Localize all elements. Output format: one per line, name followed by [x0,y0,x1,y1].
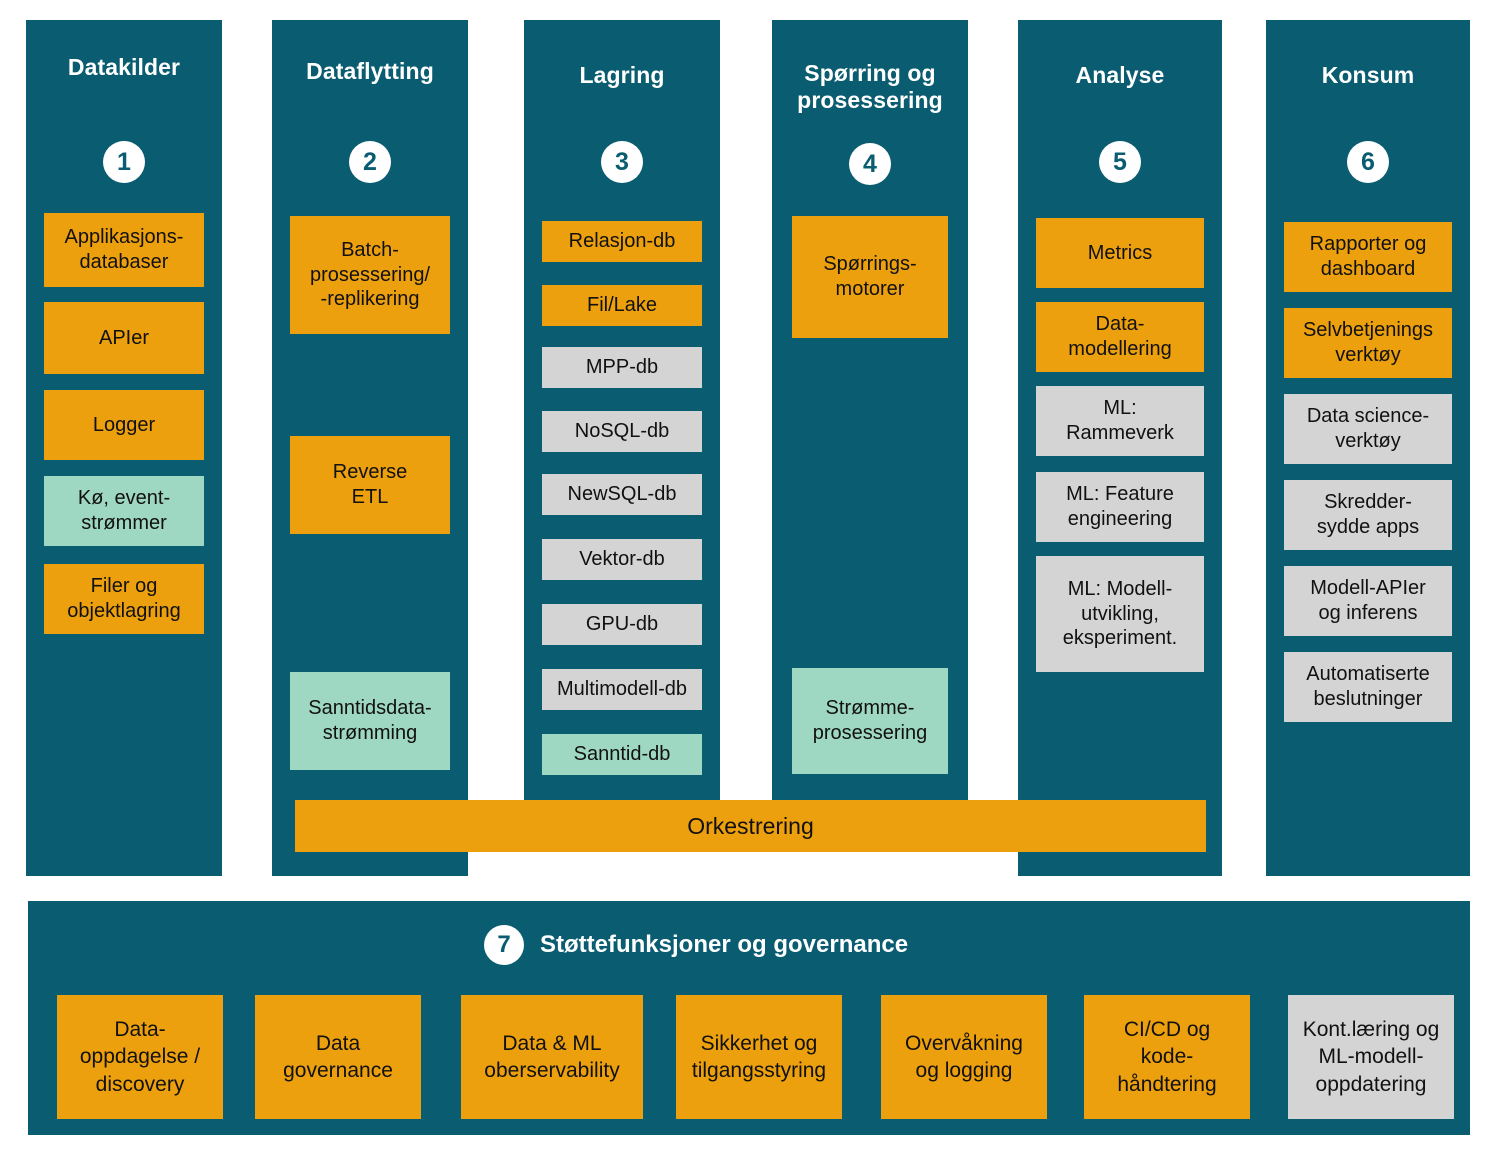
item-box[interactable]: Relasjon-db [542,221,702,262]
item-box[interactable]: Data science-verktøy [1284,394,1452,464]
item-box[interactable]: Vektor-db [542,539,702,580]
item-box[interactable]: Strømme-prosessering [792,668,948,774]
item-box[interactable]: APIer [44,302,204,374]
item-box[interactable]: Kø, event-strømmer [44,476,204,546]
column-title-6: Konsum [1321,62,1415,88]
column-number-badge-2: 2 [349,141,391,183]
column-number-badge-5: 5 [1099,141,1141,183]
item-box[interactable]: ML:Rammeverk [1036,386,1204,456]
column-title-1: Datakilder [67,54,181,80]
support-panel-header: 7 Støttefunksjoner og governance [484,925,908,965]
column-title-2: Dataflytting [306,58,434,84]
column-number-badge-6: 6 [1347,141,1389,183]
item-box[interactable]: Batch-prosessering/-replikering [290,216,450,334]
column-title-3: Lagring [579,62,665,88]
column-number-badge-1: 1 [103,141,145,183]
item-box[interactable]: NoSQL-db [542,411,702,452]
item-box[interactable]: Sanntidsdata-strømming [290,672,450,770]
column-number-badge-4: 4 [849,143,891,185]
item-box[interactable]: Logger [44,390,204,460]
item-box[interactable]: NewSQL-db [542,474,702,515]
orchestration-bar[interactable]: Orkestrering [295,800,1206,852]
column-title-5: Analyse [1075,62,1165,88]
item-box[interactable]: Skredder-sydde apps [1284,480,1452,550]
support-item-box[interactable]: Data-oppdagelse /discovery [57,995,223,1119]
item-box[interactable]: Data-modellering [1036,302,1204,372]
item-box[interactable]: ML: Modell-utvikling,eksperiment. [1036,556,1204,672]
item-box[interactable]: Spørrings-motorer [792,216,948,338]
item-box[interactable]: Sanntid-db [542,734,702,775]
item-box[interactable]: Fil/Lake [542,285,702,326]
support-number-badge: 7 [484,925,524,965]
item-box[interactable]: Multimodell-db [542,669,702,710]
support-panel-title: Støttefunksjoner og governance [540,931,909,958]
item-box[interactable]: Applikasjons-databaser [44,213,204,287]
item-box[interactable]: GPU-db [542,604,702,645]
item-box[interactable]: MPP-db [542,347,702,388]
column-number-badge-3: 3 [601,141,643,183]
item-box[interactable]: Metrics [1036,218,1204,288]
